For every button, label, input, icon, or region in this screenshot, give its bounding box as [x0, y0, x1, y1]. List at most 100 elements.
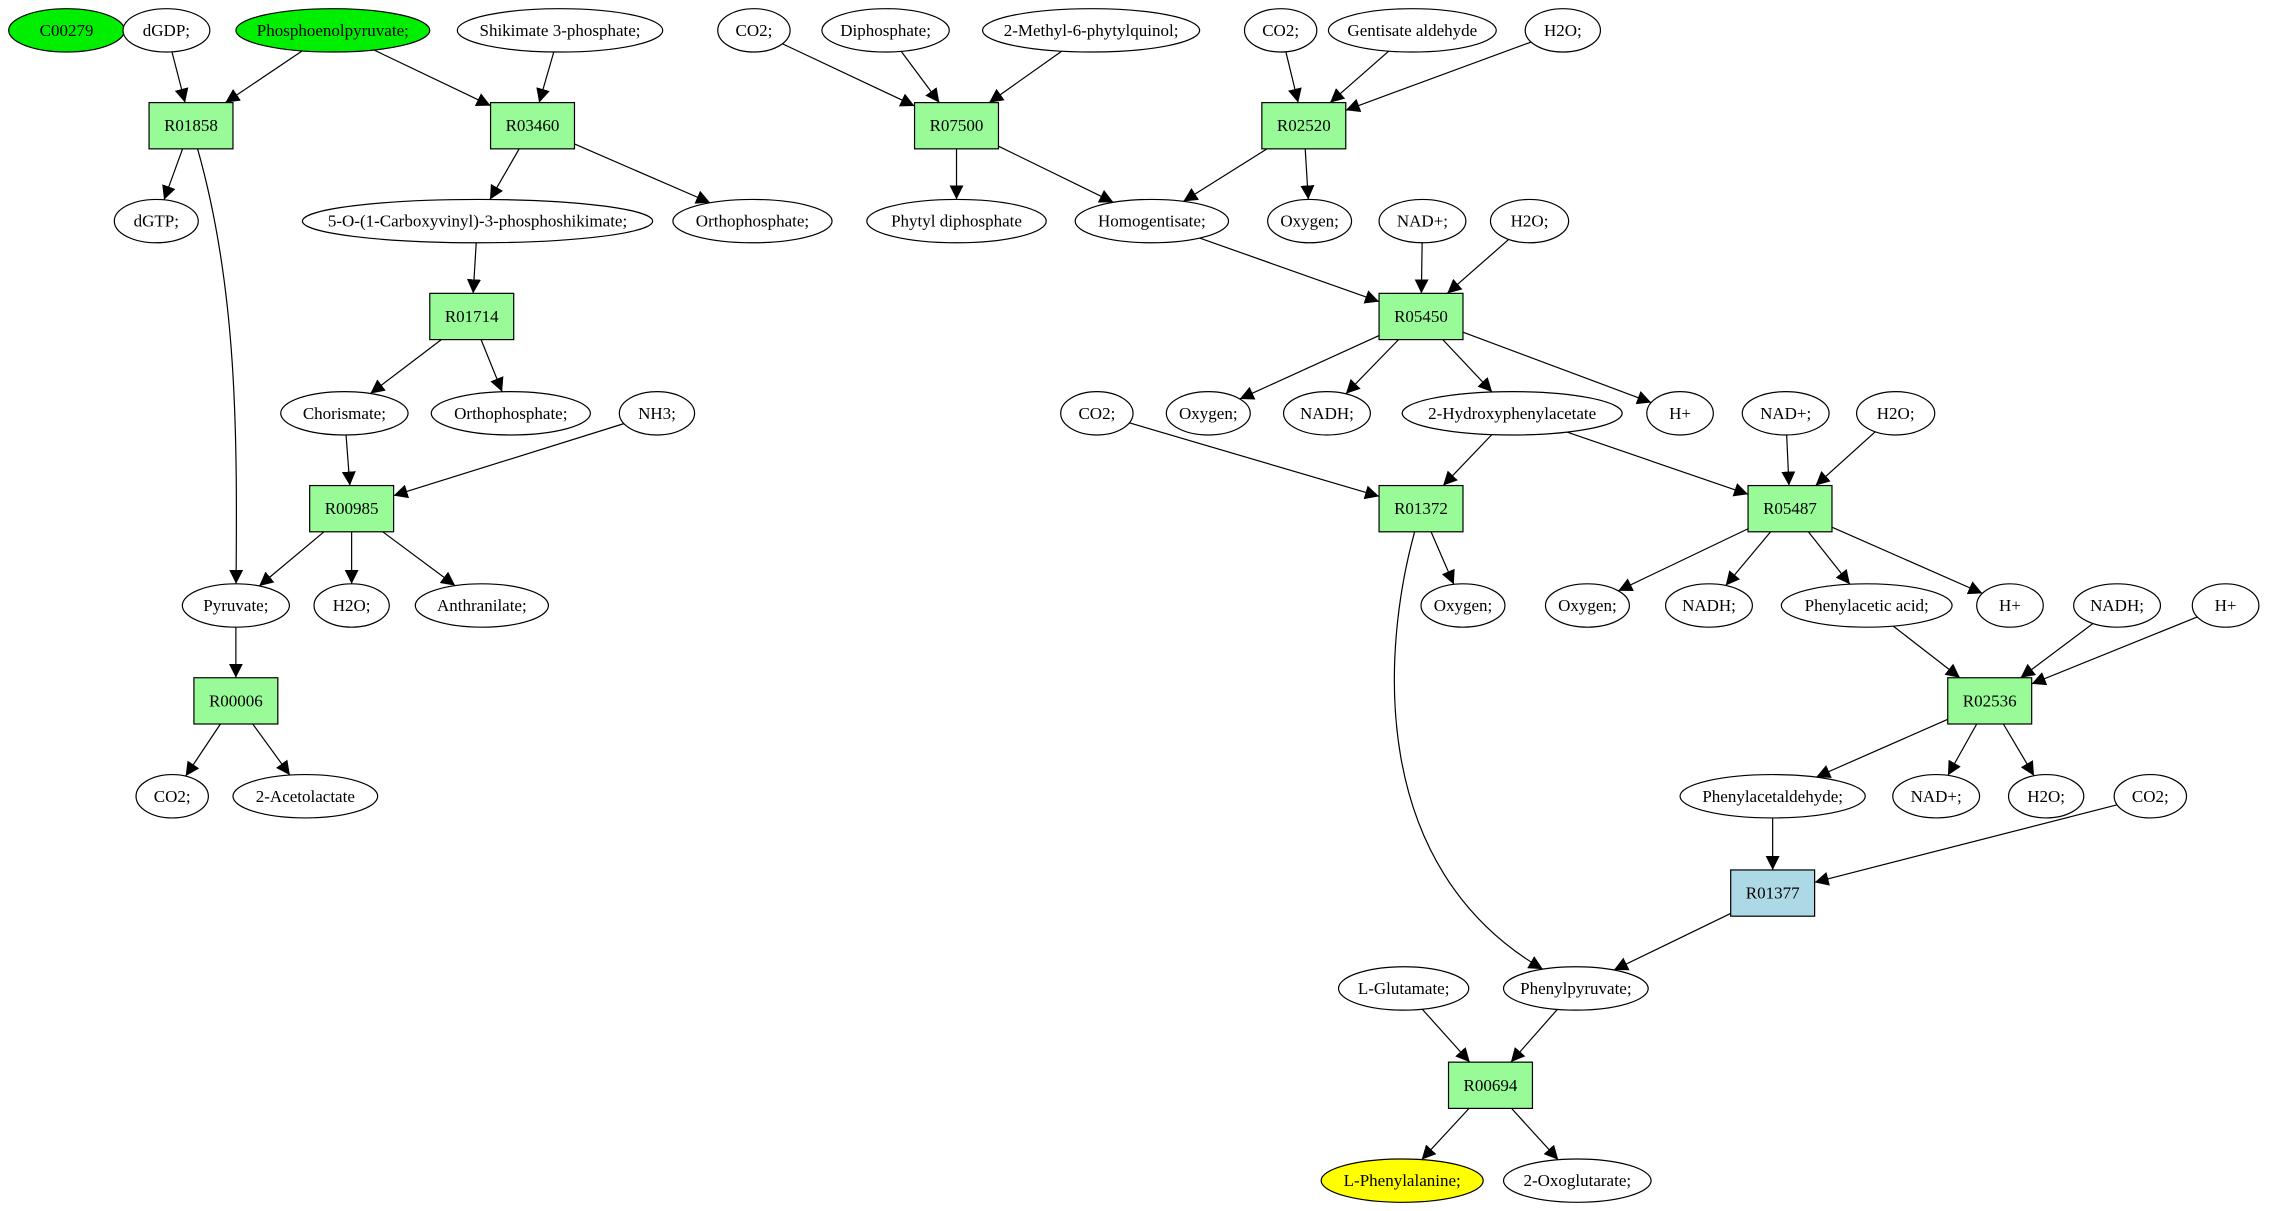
- compound-node-co2_c[interactable]: CO2;: [1060, 391, 1134, 436]
- compound-ellipse: [2073, 583, 2162, 628]
- compound-node-paa[interactable]: Phenylacetic acid;: [1780, 583, 1953, 628]
- compound-node-paald[interactable]: Phenylacetaldehyde;: [1679, 773, 1866, 819]
- node-label: R00985: [325, 499, 379, 518]
- compound-node-nadp_b[interactable]: NAD+;: [1741, 391, 1830, 436]
- compound-node-h2o_b[interactable]: H2O;: [1489, 198, 1570, 244]
- compound-ellipse: [821, 8, 950, 53]
- compound-node-nadp_a[interactable]: NAD+;: [1378, 198, 1467, 244]
- compound-node-nadh_a[interactable]: NADH;: [1282, 391, 1371, 436]
- reaction-node-r00985[interactable]: R00985: [309, 484, 395, 533]
- compound-node-hp_c[interactable]: H+: [2191, 583, 2260, 628]
- compound-ellipse: [1502, 1158, 1652, 1203]
- edge-Gentisate-to-R02520: [1329, 50, 1390, 104]
- compound-node-mpq[interactable]: 2-Methyl-6-phytylquinol;: [981, 8, 1201, 53]
- edge-R02536-to-H2O_e: [2002, 723, 2035, 777]
- node-label: NH3;: [638, 404, 676, 423]
- compound-node-dgtp[interactable]: dGTP;: [113, 198, 199, 244]
- edge-R02520-to-Homogentisate: [1183, 148, 1268, 202]
- compound-node-s3p[interactable]: Shikimate 3-phosphate;: [456, 8, 664, 53]
- reaction-node-r01714[interactable]: R01714: [429, 292, 515, 341]
- compound-node-oxygen_b[interactable]: Oxygen;: [1165, 391, 1251, 436]
- reaction-node-r03460[interactable]: R03460: [489, 102, 576, 150]
- compound-node-h2o_a[interactable]: H2O;: [1524, 8, 1602, 53]
- reaction-node-r02520[interactable]: R02520: [1261, 102, 1347, 150]
- reaction-node-r07500[interactable]: R07500: [913, 102, 1000, 150]
- node-label: R01377: [1746, 884, 1800, 903]
- edge-R05487-to-Hp_b: [1831, 526, 1983, 595]
- edge-dGDP-to-R01858: [171, 51, 189, 103]
- compound-ellipse: [1544, 583, 1630, 628]
- compound-node-lphe[interactable]: L-Phenylalanine;: [1320, 1158, 1484, 1203]
- edge-R00694-to-LPhe: [1421, 1107, 1470, 1161]
- compound-node-epsp[interactable]: 5-O-(1-Carboxyvinyl)-3-phosphoshikimate;: [301, 198, 654, 244]
- compound-node-pep[interactable]: Phosphoenolpyruvate;: [235, 8, 431, 53]
- edge-S3P-to-R03460: [536, 51, 555, 103]
- edge-R03460-to-EPSP: [489, 148, 520, 200]
- compound-ellipse: [1243, 8, 1318, 53]
- compound-ellipse: [2007, 773, 2085, 819]
- compound-node-oxygen_a[interactable]: Oxygen;: [1267, 198, 1353, 244]
- reaction-node-r01372[interactable]: R01372: [1378, 484, 1464, 533]
- compound-node-pyruvate[interactable]: Pyruvate;: [181, 583, 291, 628]
- reaction-node-r02536[interactable]: R02536: [1947, 677, 2033, 725]
- reaction-node-r01377[interactable]: R01377: [1730, 869, 1816, 917]
- compound-node-anthranilate[interactable]: Anthranilate;: [414, 583, 550, 628]
- compound-node-nh3[interactable]: NH3;: [618, 391, 696, 436]
- compound-node-ortho_a[interactable]: Orthophosphate;: [672, 198, 833, 244]
- compound-node-acetolactate[interactable]: 2-Acetolactate: [232, 773, 379, 819]
- compound-node-co2_b[interactable]: CO2;: [1243, 8, 1318, 53]
- compound-node-2hpa[interactable]: 2-Hydroxyphenylacetate: [1401, 391, 1623, 436]
- edge-H2O_a-to-R02520: [1345, 41, 1532, 113]
- edge-R05450-to-NADH_a: [1345, 339, 1399, 395]
- compound-node-nadh_b[interactable]: NADH;: [1664, 583, 1753, 628]
- compound-node-ortho_b[interactable]: Orthophosphate;: [430, 391, 592, 436]
- edge-PEP-to-R01858: [225, 50, 303, 104]
- compound-node-co2_e[interactable]: CO2;: [2113, 773, 2188, 819]
- compound-node-c00279[interactable]: C00279: [8, 8, 126, 53]
- node-label: R01858: [164, 116, 218, 135]
- compound-node-co2_d[interactable]: CO2;: [135, 773, 209, 819]
- compound-node-oxygen_d[interactable]: Oxygen;: [1544, 583, 1630, 628]
- reaction-node-r00694[interactable]: R00694: [1447, 1061, 1534, 1109]
- compound-node-h2o_e[interactable]: H2O;: [2007, 773, 2085, 819]
- compound-node-phytyldp[interactable]: Phytyl diphosphate: [866, 198, 1047, 244]
- edge-R01858-to-dGTP: [162, 148, 184, 201]
- compound-node-phenylpyruvate[interactable]: Phenylpyruvate;: [1502, 966, 1649, 1011]
- compound-node-gentisate[interactable]: Gentisate aldehyde: [1327, 8, 1497, 53]
- reaction-node-r00006[interactable]: R00006: [193, 677, 279, 725]
- edge-R01714-to-Chorismate: [370, 339, 442, 394]
- compound-node-nadh_c[interactable]: NADH;: [2073, 583, 2162, 628]
- node-label: H+: [1999, 596, 2021, 615]
- edge-R00985-to-Anthranilate: [382, 531, 456, 587]
- compound-node-h2o_d[interactable]: H2O;: [313, 583, 390, 628]
- edge-2HPA-to-R05487: [1566, 431, 1749, 497]
- compound-node-hp_a[interactable]: H+: [1646, 391, 1714, 436]
- reaction-node-r05487[interactable]: R05487: [1747, 484, 1833, 533]
- compound-node-oxygen_c[interactable]: Oxygen;: [1420, 583, 1506, 628]
- reaction-box: [1261, 102, 1347, 150]
- compound-node-h2o_c[interactable]: H2O;: [1855, 391, 1936, 436]
- reaction-node-r01858[interactable]: R01858: [148, 102, 234, 150]
- compound-node-nadp_c[interactable]: NAD+;: [1892, 773, 1981, 819]
- reaction-box: [1747, 484, 1833, 533]
- compound-node-co2_a[interactable]: CO2;: [717, 8, 791, 53]
- edge-Chorismate-to-R00985: [341, 434, 356, 486]
- compound-node-hp_b[interactable]: H+: [1976, 583, 2044, 628]
- compound-node-lglu[interactable]: L-Glutamate;: [1337, 966, 1470, 1011]
- compound-node-diphosphate[interactable]: Diphosphate;: [821, 8, 950, 53]
- node-label: Shikimate 3-phosphate;: [480, 21, 641, 40]
- compound-ellipse: [866, 198, 1047, 244]
- reaction-node-r05450[interactable]: R05450: [1378, 292, 1464, 341]
- edge-R01372-to-Phenylpyruvate: [1393, 531, 1544, 970]
- edge-R00006-to-Acetolactate: [252, 723, 291, 776]
- compound-node-2og[interactable]: 2-Oxoglutarate;: [1502, 1158, 1652, 1203]
- compound-ellipse: [1646, 391, 1714, 436]
- compound-ellipse: [1401, 391, 1623, 436]
- compound-node-dgdp[interactable]: dGDP;: [122, 8, 211, 53]
- reaction-box: [913, 102, 1000, 150]
- node-label: R02520: [1277, 116, 1331, 135]
- compound-node-homogentisate[interactable]: Homogentisate;: [1074, 198, 1230, 244]
- compound-ellipse: [122, 8, 211, 53]
- compound-ellipse: [1664, 583, 1753, 628]
- compound-node-chorismate[interactable]: Chorismate;: [280, 391, 409, 436]
